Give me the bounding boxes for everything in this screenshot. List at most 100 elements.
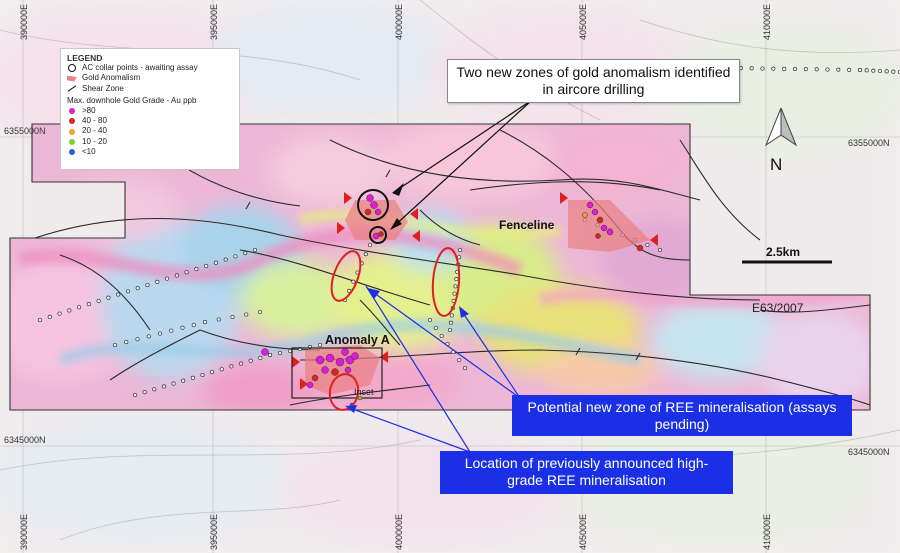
drill-collar-point bbox=[161, 384, 166, 389]
gold-grade-point bbox=[582, 212, 588, 218]
drill-collar-point bbox=[190, 375, 195, 380]
drill-collar-point bbox=[448, 320, 453, 325]
drill-collar-point bbox=[77, 305, 82, 310]
easting-label: 395000E bbox=[209, 4, 219, 40]
drill-collar-point bbox=[760, 66, 765, 71]
drill-collar-point bbox=[216, 317, 221, 322]
drill-collar-point bbox=[152, 387, 157, 392]
easting-label: 390000E bbox=[19, 4, 29, 40]
northing-label: 6355000N bbox=[4, 126, 46, 136]
drill-collar-point bbox=[457, 255, 462, 260]
drill-traverses bbox=[37, 65, 900, 398]
drill-collar-point bbox=[749, 66, 754, 71]
callout-arrows bbox=[345, 99, 533, 453]
shear-zones bbox=[34, 129, 871, 406]
north-label: N bbox=[770, 155, 782, 174]
grade-dot-icon bbox=[69, 118, 75, 125]
gold-grade-point bbox=[372, 232, 380, 240]
drill-collar-point bbox=[454, 277, 459, 282]
drill-collar-point bbox=[230, 314, 235, 320]
drill-collar-point bbox=[47, 314, 52, 319]
gold-grade-point bbox=[335, 357, 345, 367]
legend-grade-row: 20 - 40 bbox=[67, 126, 233, 136]
tenement-label: E63/2007 bbox=[752, 301, 804, 315]
drill-collar-point bbox=[782, 66, 787, 71]
legend-item-anomalism: Gold Anomalism bbox=[67, 73, 233, 83]
legend-item-collar: AC collar points - awaiting assay bbox=[67, 63, 233, 73]
drill-collar-point bbox=[116, 292, 121, 297]
legend-grade-title: Max. downhole Gold Grade - Au ppb bbox=[67, 95, 197, 105]
drill-collar-point bbox=[86, 302, 91, 307]
easting-label: 410000E bbox=[762, 514, 772, 550]
drill-collar-point bbox=[657, 247, 663, 253]
gold-anomalism-callout: Two new zones of gold anomalism identifi… bbox=[447, 59, 740, 103]
legend-grade-label: 40 - 80 bbox=[82, 116, 107, 126]
drill-collar-point bbox=[427, 317, 433, 323]
gold-zone-circles bbox=[357, 189, 389, 244]
drill-collar-point bbox=[803, 67, 808, 72]
drill-collar-point bbox=[645, 242, 650, 248]
gold-grade-point bbox=[261, 348, 269, 356]
drill-collar-point bbox=[771, 66, 776, 71]
drill-collar-point bbox=[200, 372, 205, 378]
drill-collar-point bbox=[248, 358, 253, 363]
drill-collar-point bbox=[449, 313, 454, 318]
inset-label: Inset bbox=[354, 387, 374, 397]
gold-grade-point bbox=[378, 231, 384, 237]
gold-grade-point bbox=[311, 374, 319, 382]
legend-title: LEGEND bbox=[67, 53, 103, 63]
anomaly-direction-arrows bbox=[292, 192, 658, 390]
grade-dot-icon bbox=[69, 138, 75, 145]
gold-grade-point bbox=[370, 201, 378, 209]
legend-shear-label: Shear Zone bbox=[82, 83, 124, 93]
gold-grade-point bbox=[306, 381, 314, 389]
legend-grade-label: >80 bbox=[82, 106, 96, 116]
drill-collar-point bbox=[174, 273, 179, 278]
gold-grade-point bbox=[366, 194, 374, 202]
easting-label: 410000E bbox=[762, 4, 772, 40]
legend-grade-label: 10 - 20 bbox=[82, 136, 107, 146]
drill-collar-point bbox=[125, 289, 131, 294]
drill-collar-point bbox=[96, 298, 101, 303]
northing-label: 6345000N bbox=[848, 447, 890, 457]
drill-collar-point bbox=[825, 67, 830, 72]
drill-collar-point bbox=[132, 392, 138, 398]
gold-grade-point bbox=[315, 355, 325, 365]
drill-collar-point bbox=[857, 67, 863, 73]
gold-grade-point bbox=[600, 224, 608, 232]
gold-grade-point bbox=[636, 244, 644, 252]
ree-previous-callout: Location of previously announced high-gr… bbox=[440, 451, 733, 494]
tenement-boundary bbox=[9, 123, 871, 411]
legend-grade-row: <10 bbox=[67, 147, 233, 157]
drill-collar-point bbox=[847, 67, 852, 72]
drill-collar-point bbox=[164, 276, 170, 281]
drill-collar-point bbox=[233, 254, 238, 259]
gold-grade-point bbox=[321, 366, 329, 374]
anomaly-a-label: Anomaly A bbox=[325, 333, 390, 347]
drill-collar-point bbox=[453, 284, 458, 289]
legend-grade-label: <10 bbox=[82, 146, 96, 156]
gold-grade-point bbox=[351, 352, 359, 360]
drill-collar-point bbox=[363, 252, 368, 257]
gold-grade-point bbox=[606, 228, 614, 236]
drill-collar-point bbox=[202, 319, 208, 325]
legend-grade-row: 40 - 80 bbox=[67, 116, 233, 126]
collar-circle-icon bbox=[67, 64, 77, 73]
drill-collar-point bbox=[439, 333, 444, 339]
northing-label: 6355000N bbox=[848, 138, 890, 148]
drill-collar-point bbox=[243, 251, 248, 256]
gold-grade-point bbox=[344, 366, 352, 374]
drill-collar-point bbox=[210, 370, 215, 375]
drill-collar-point bbox=[146, 334, 151, 339]
drill-collar-point bbox=[457, 247, 463, 253]
drill-collar-point bbox=[145, 282, 150, 288]
drill-collar-point bbox=[135, 337, 140, 342]
anomalism-swatch-icon bbox=[67, 74, 77, 83]
easting-label: 405000E bbox=[578, 4, 588, 40]
drill-collar-point bbox=[836, 67, 841, 72]
fenceline-label: Fenceline bbox=[499, 218, 555, 232]
drill-collar-point bbox=[864, 68, 869, 73]
drill-collar-point bbox=[258, 355, 263, 360]
inset-box bbox=[291, 347, 383, 399]
